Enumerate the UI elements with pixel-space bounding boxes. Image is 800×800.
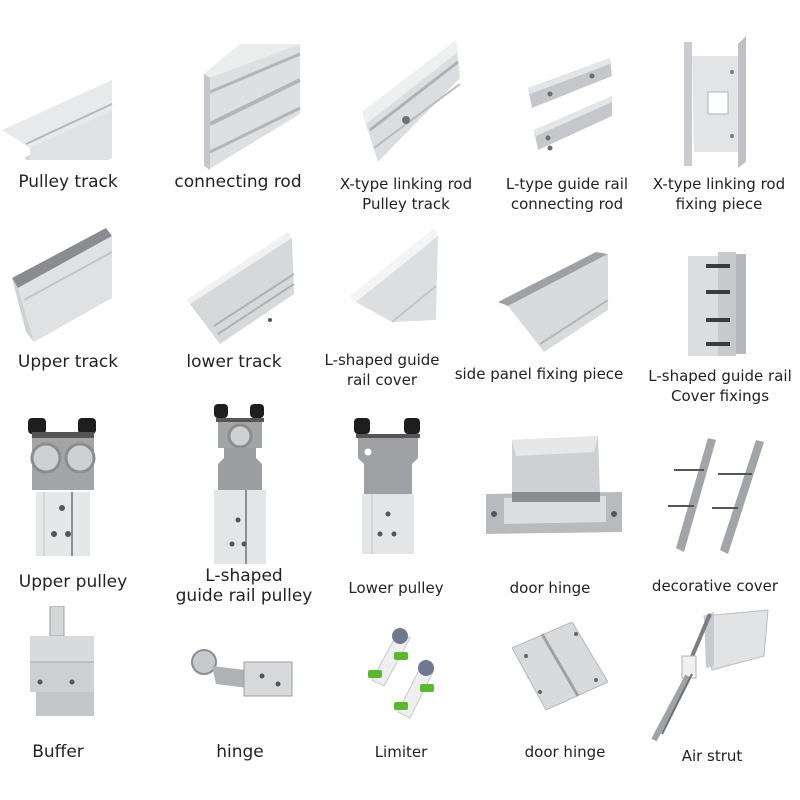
item-label-line: connecting rod — [510, 195, 624, 213]
l-type-connecting-rod-icon — [526, 58, 614, 154]
lower-track-icon — [184, 230, 296, 346]
item-label-line: L-shaped — [205, 566, 283, 586]
door-hinge-bracket-icon — [486, 436, 622, 540]
item-label-line: Air strut — [681, 747, 743, 765]
connecting-rod-icon — [200, 44, 304, 172]
lower-pulley-icon — [352, 416, 424, 556]
item-label-line: X-type linking rod — [339, 175, 473, 193]
item-label-line: connecting rod — [174, 172, 302, 192]
item-label-line: hinge — [216, 742, 264, 762]
pulley-track-icon — [0, 40, 120, 160]
item-label-line: X-type linking rod — [652, 175, 786, 193]
hinge-icon — [186, 646, 294, 706]
item-label-line: Cover fixings — [670, 387, 770, 405]
x-type-fixing-piece-icon — [680, 36, 750, 170]
item-label-line: L-shaped guide — [324, 351, 440, 369]
door-hinge-plate-icon — [512, 622, 608, 712]
item-label-line: rail cover — [346, 371, 418, 389]
item-label-line: lower track — [186, 352, 282, 372]
item-label-line: fixing piece — [675, 195, 763, 213]
item-label-line: Buffer — [32, 742, 84, 762]
item-label-line: Upper pulley — [18, 572, 128, 592]
limiter-icon — [358, 624, 446, 720]
item-label-line: L-type guide rail — [505, 175, 629, 193]
item-label-line: Limiter — [374, 743, 428, 761]
upper-pulley-icon — [28, 418, 98, 558]
item-label-line: door hinge — [524, 743, 606, 761]
l-shaped-rail-cover-icon — [348, 226, 440, 324]
cover-fixings-icon — [686, 252, 750, 360]
l-shaped-rail-pulley-icon — [212, 402, 268, 566]
buffer-icon — [28, 606, 100, 718]
item-label-line: Pulley track — [362, 195, 450, 213]
side-panel-fixing-piece-icon — [496, 252, 612, 356]
item-label-line: decorative cover — [651, 577, 779, 595]
x-type-pulley-track-icon — [360, 38, 462, 164]
item-label-line: L-shaped guide rail — [648, 367, 792, 385]
upper-track-icon — [10, 228, 114, 344]
item-label-line: door hinge — [509, 579, 591, 597]
item-label-line: Upper track — [17, 352, 119, 372]
item-label-line: Lower pulley — [348, 579, 444, 597]
decorative-cover-icon — [664, 436, 768, 556]
item-label-line: side panel fixing piece — [454, 365, 624, 383]
item-label-line: guide rail pulley — [175, 586, 313, 606]
item-label-line: Pulley track — [18, 172, 118, 192]
air-strut-icon — [648, 606, 772, 742]
